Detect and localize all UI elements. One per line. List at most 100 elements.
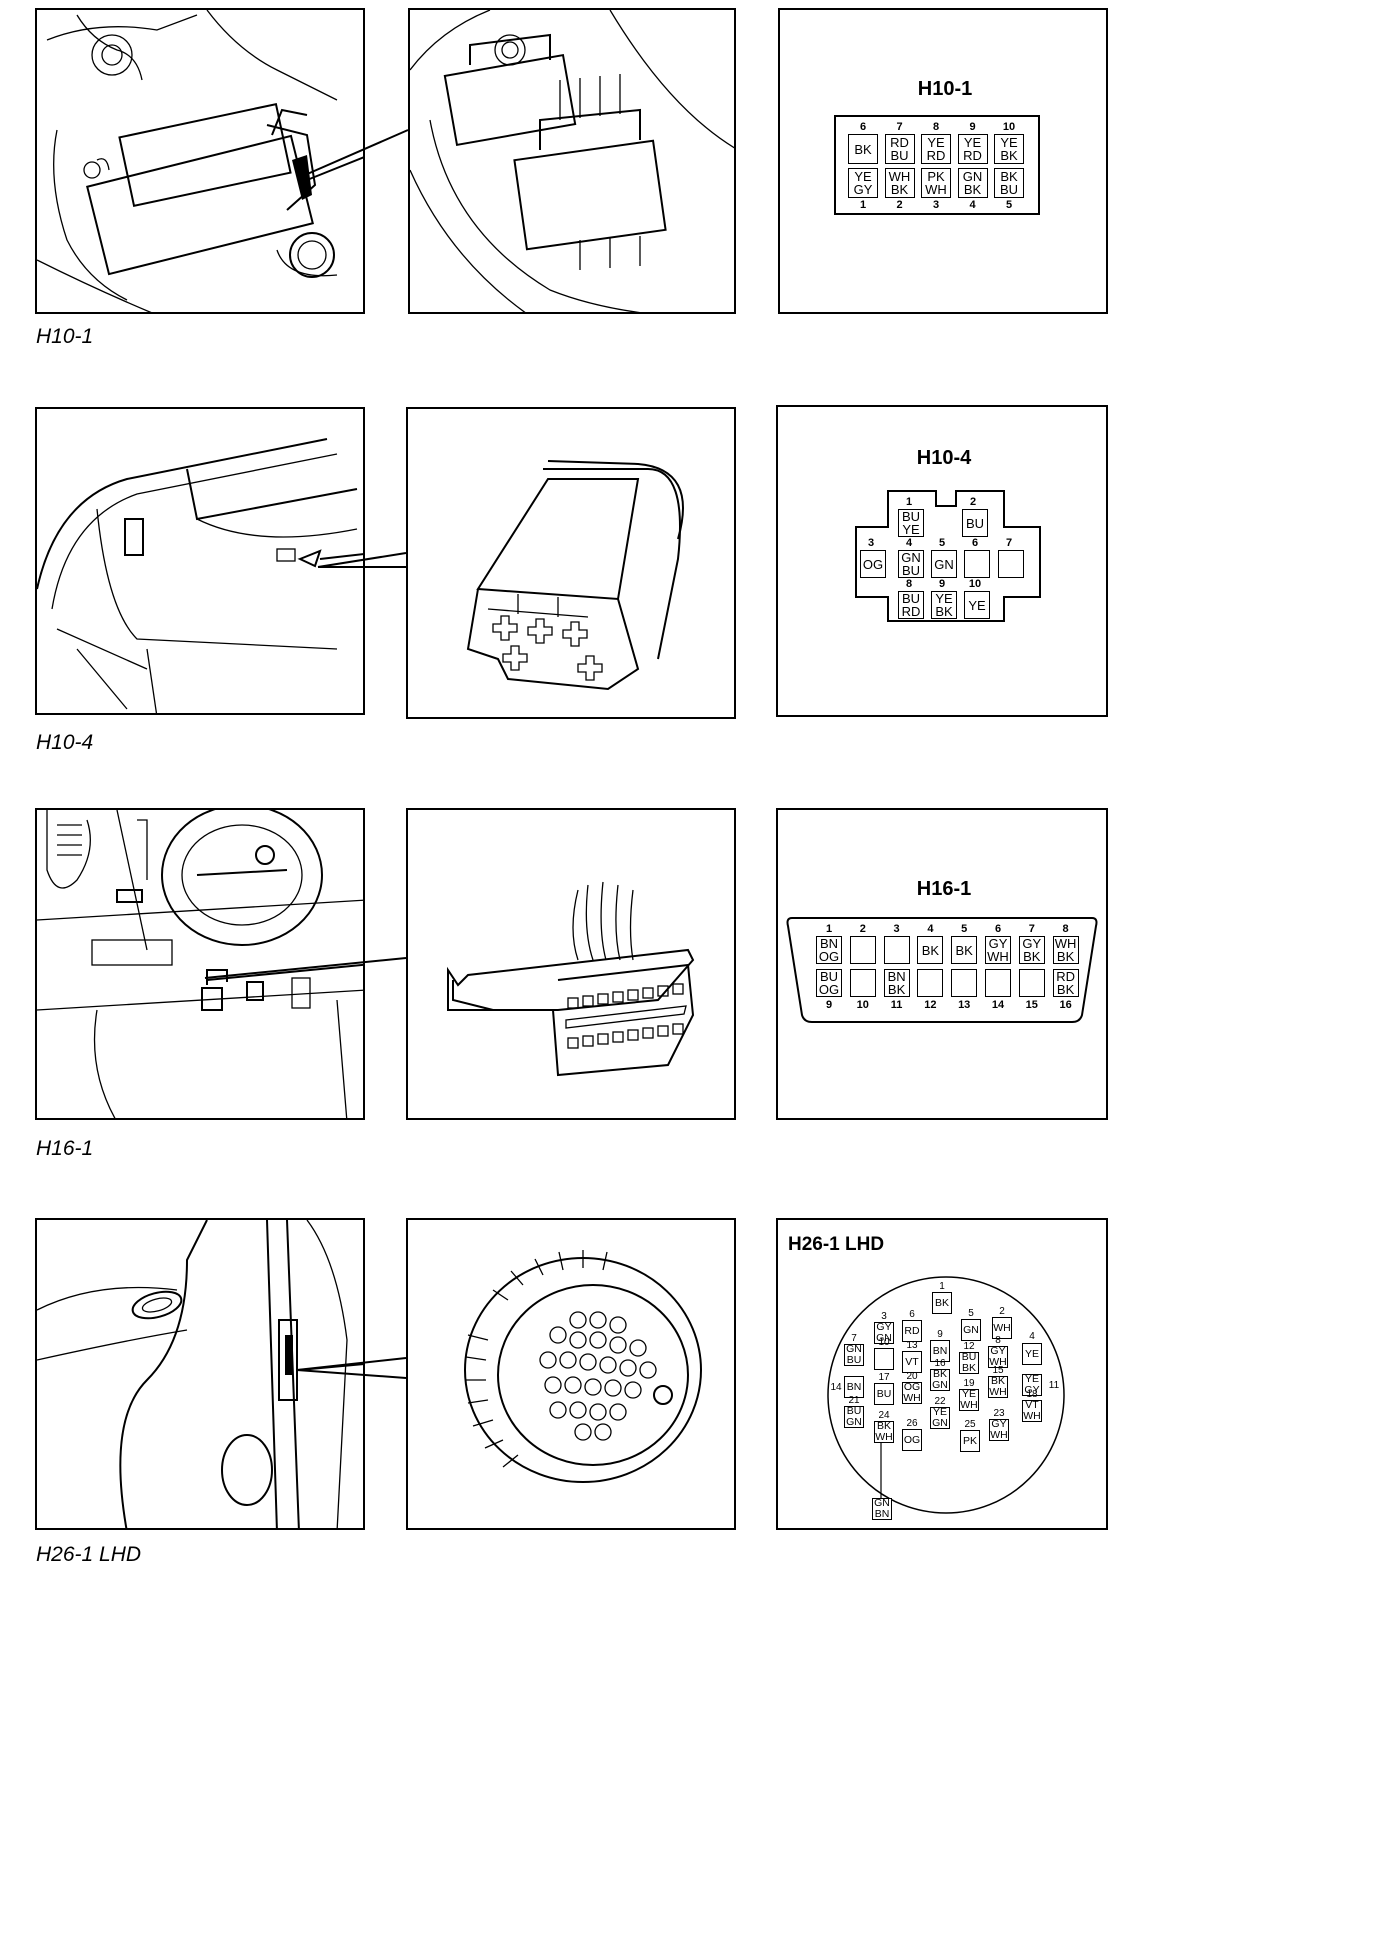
pin-number: 14: [991, 999, 1005, 1011]
pin-wire-color: BK WH: [874, 1420, 894, 1443]
pin-number: 10: [968, 578, 982, 590]
pinout-title: H26-1 LHD: [788, 1234, 885, 1255]
h10-1-location-illustration: [35, 8, 365, 314]
pin-wire-color: YE RD: [921, 134, 951, 164]
pin-number: 4: [969, 199, 976, 211]
pin-number: 1: [905, 496, 913, 508]
pin-number: 19: [963, 1378, 975, 1389]
pin-number: 10: [1002, 121, 1016, 133]
pin-number: 14: [830, 1382, 842, 1393]
pin-number: 5: [968, 1308, 974, 1319]
pin-number: 2: [859, 923, 866, 935]
pin-number: 9: [969, 121, 976, 133]
pin-number: 8: [932, 121, 940, 133]
pin-number: 8: [905, 578, 913, 590]
pin-wire-color: GN BK: [957, 168, 988, 198]
pin-wire-color: [849, 936, 876, 964]
pin-wire-color: OG: [860, 550, 886, 578]
pin-wire-color: RD BK: [1052, 969, 1079, 997]
pin-wire-color: [951, 969, 978, 997]
pin-wire-color: [874, 1348, 894, 1370]
pin-wire-color: [849, 969, 876, 997]
pin-wire-color: [964, 550, 990, 578]
connector-housing: [786, 917, 1098, 1023]
pin-wire-color: [1018, 969, 1045, 997]
pin-wire-color: PK: [960, 1430, 980, 1452]
pin-number: 2: [896, 199, 903, 211]
pin-number: 20: [906, 1371, 918, 1382]
pin-number: 22: [934, 1396, 946, 1407]
pinout-title: H16-1: [916, 878, 972, 900]
pin-wire-color: GN: [931, 550, 957, 578]
pin-wire-color: YE GY: [848, 168, 878, 198]
connector-outline: [834, 115, 1040, 215]
pin-number: 2: [969, 496, 977, 508]
pin-wire-color: PK WH: [921, 168, 951, 198]
h16-1-location-illustration: [35, 808, 365, 1120]
h16-1-connector-detail: [406, 808, 736, 1120]
pin-number: 5: [1005, 199, 1013, 211]
pin-wire-color: YE: [1022, 1343, 1042, 1365]
pin-wire-color: OG WH: [902, 1381, 922, 1404]
pin-wire-color: [998, 550, 1024, 578]
pin-number: 7: [851, 1333, 857, 1344]
pin-wire-color: WH BK: [884, 168, 915, 198]
pin-number: 11: [890, 999, 903, 1011]
pin-number: 1: [859, 199, 867, 211]
pin-wire-color: GN BU: [898, 550, 924, 578]
pin-wire-color: GN: [961, 1319, 981, 1341]
pin-number: 2: [999, 1306, 1005, 1317]
pin-number: 9: [825, 999, 833, 1011]
pin-wire-color: [917, 969, 944, 997]
pin-wire-color: BU BK: [959, 1352, 979, 1374]
pin-wire-color: BN BK: [883, 969, 910, 997]
pin-number: 12: [924, 999, 937, 1011]
connector-housing: [855, 490, 1041, 622]
pin-number: 4: [905, 537, 913, 549]
pin-number: 9: [938, 578, 946, 590]
pin-number: 6: [971, 537, 979, 549]
pin-wire-color: BU: [874, 1383, 894, 1405]
pin-number: 24: [878, 1410, 890, 1421]
pin-number: 5: [961, 923, 968, 935]
pin-number: 11: [1048, 1380, 1060, 1391]
pin-number: 7: [1028, 923, 1035, 935]
pin-wire-color: YE GY: [1022, 1374, 1042, 1396]
pin-number: 15: [992, 1365, 1004, 1376]
pin-wire-color: BU YE: [898, 509, 924, 537]
pin-number: 17: [878, 1372, 890, 1383]
pin-number: 3: [881, 1311, 887, 1322]
pin-wire-color: BN OG: [816, 936, 842, 964]
pin-number: 8: [995, 1335, 1001, 1346]
pin-number: 3: [867, 537, 875, 549]
pin-number: 16: [934, 1358, 946, 1369]
pin-wire-color: WH: [992, 1317, 1012, 1339]
pin-wire-color: YE BK: [931, 591, 957, 619]
pin-wire-color: VT WH: [1022, 1399, 1042, 1422]
pinout-title: H10-1: [917, 78, 973, 100]
pin-number: 13: [958, 999, 971, 1011]
pin-number: 10: [878, 1337, 890, 1348]
pin-number: 4: [1029, 1331, 1035, 1342]
pin-wire-color: GY BK: [1018, 936, 1045, 964]
pin-wire-color: BN: [844, 1376, 864, 1398]
pin-wire-color: BU RD: [898, 591, 924, 619]
connector-outline: [827, 1276, 1065, 1514]
pin-wire-color: BK WH: [988, 1375, 1008, 1398]
pin-wire-color: VT: [902, 1351, 922, 1373]
pin-wire-color: RD: [902, 1320, 922, 1342]
pin-wire-color: BK: [848, 134, 878, 164]
pin-wire-color: BK: [932, 1292, 952, 1314]
pin-number: 9: [937, 1329, 943, 1340]
pin-wire-color: [883, 936, 910, 964]
pin-wire-color: BU GN: [844, 1406, 864, 1428]
pin-wire-color: GY GN: [874, 1322, 894, 1344]
pin-number: 3: [893, 923, 900, 935]
pin-wire-color: GY WH: [989, 1418, 1009, 1441]
pin-wire-color: BU OG: [816, 969, 842, 997]
pin-number: 23: [993, 1408, 1005, 1419]
pin-number: 7: [1005, 537, 1013, 549]
pin-number: 5: [938, 537, 946, 549]
h10-4-location-illustration: [35, 407, 365, 715]
